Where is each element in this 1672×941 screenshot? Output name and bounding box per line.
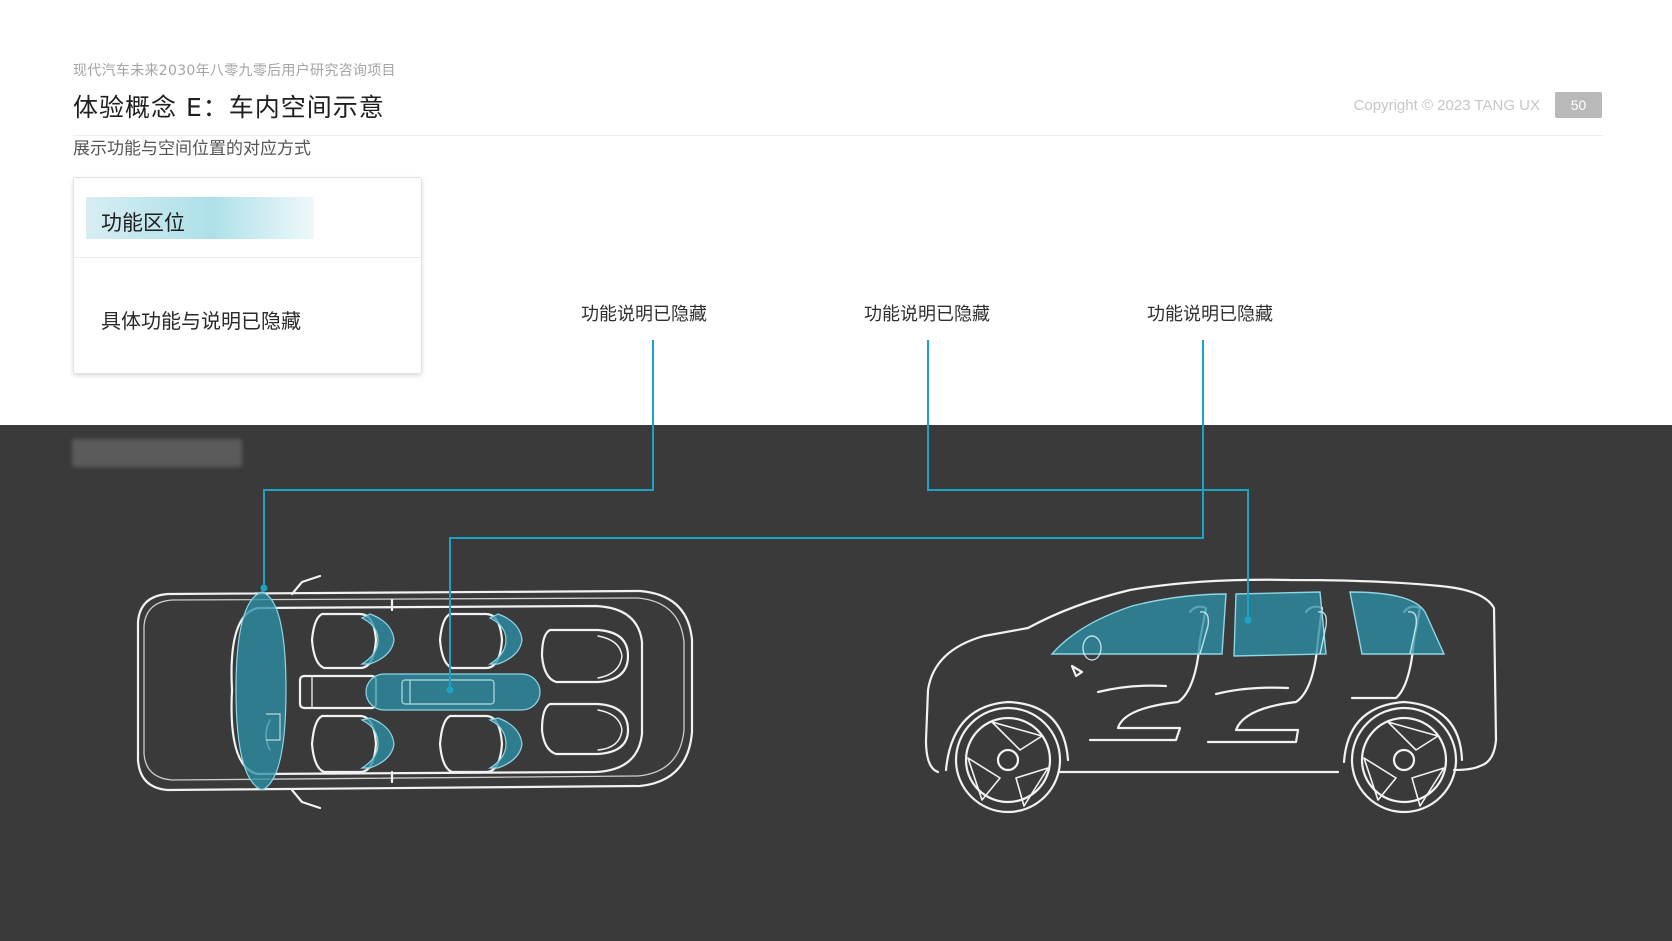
callout-label-2: 功能说明已隐藏 — [864, 304, 990, 325]
legend-card: 功能区位 具体功能与说明已隐藏 — [73, 177, 422, 374]
side-view-highlight-details — [1082, 611, 1418, 661]
page-subtitle: 展示功能与空间位置的对应方式 — [73, 139, 311, 159]
redacted-tag — [72, 439, 242, 467]
legend-swatch: 功能区位 — [86, 197, 314, 239]
callout-label-3: 功能说明已隐藏 — [1147, 304, 1273, 325]
legend-swatch-label: 功能区位 — [101, 211, 185, 235]
callout-connectors — [263, 340, 1249, 690]
legend-description: 具体功能与说明已隐藏 — [101, 309, 301, 333]
car-side-view — [924, 578, 1498, 814]
side-view-highlights — [1050, 591, 1446, 657]
callout-label-1: 功能说明已隐藏 — [581, 304, 707, 325]
callout-anchor-dots — [260, 584, 1252, 694]
project-name: 现代汽车未来2030年八零九零后用户研究咨询项目 — [73, 63, 396, 79]
top-view-highlight-details — [266, 679, 495, 741]
copyright-text: Copyright © 2023 TANG UX — [1353, 97, 1540, 114]
header-divider — [73, 135, 1603, 136]
page-title: 体验概念 E：车内空间示意 — [73, 93, 385, 122]
page-number-badge: 50 — [1555, 92, 1602, 118]
legend-divider — [74, 257, 421, 258]
